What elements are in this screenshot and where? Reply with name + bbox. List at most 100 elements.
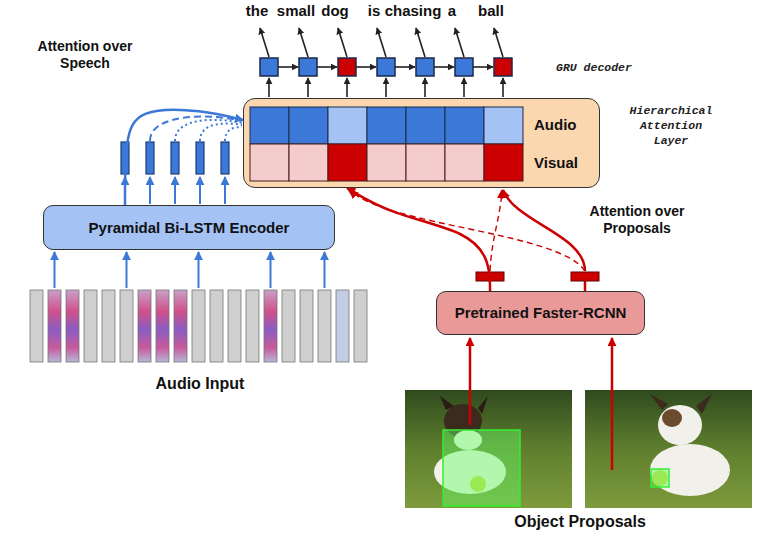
photo-proposal-ball	[658, 405, 702, 445]
audio-spectrogram	[210, 290, 223, 362]
decoder-arrows	[356, 66, 376, 68]
decoder-arrows	[338, 28, 347, 57]
audio-spectrogram	[30, 290, 367, 362]
decoder-arrows	[424, 78, 426, 97]
decoder-cells	[260, 58, 278, 76]
audio-input-arrows	[324, 252, 326, 288]
photo-proposal-dog	[405, 390, 572, 508]
visual-cell	[484, 144, 523, 181]
decoder-arrows	[299, 28, 308, 57]
audio-spectrogram	[192, 290, 205, 362]
visual-cell	[328, 144, 367, 181]
photo-proposal-ball	[662, 409, 682, 427]
decoder-arrows	[268, 78, 270, 97]
proposal-arrows	[611, 338, 614, 470]
input-caption: Object Proposals	[480, 512, 680, 531]
decoder-arrows	[502, 78, 504, 97]
decoder-arrows	[416, 28, 425, 57]
photo-proposal-ball	[585, 390, 752, 508]
speech-attention-curves	[175, 120, 242, 141]
audio-spectrogram	[318, 290, 331, 362]
speech-attention-curves	[150, 117, 242, 141]
audio-spectrogram	[66, 290, 79, 362]
audio-spectrogram	[336, 290, 349, 362]
decoder-arrows	[307, 78, 309, 97]
layer-title: Hierarchical Attention Layer	[621, 103, 721, 148]
audio-spectrogram	[246, 290, 259, 362]
audio-cell	[445, 107, 484, 144]
output-word: dog	[300, 2, 370, 20]
photo-proposal-dog	[478, 396, 488, 414]
decoder-arrows	[260, 28, 269, 57]
row-label: Audio	[534, 116, 577, 134]
proposal-features	[584, 281, 587, 291]
decoder-arrows	[317, 66, 337, 68]
output-word: ball	[456, 2, 526, 20]
speech-attention-curves	[150, 117, 242, 141]
audio-spectrogram	[174, 290, 187, 362]
audio-spectrogram	[156, 290, 169, 362]
audio-spectrogram	[228, 290, 241, 362]
audio-cell	[250, 107, 289, 144]
encoder-output-arrows	[224, 177, 226, 204]
attention-cells	[244, 99, 534, 187]
photo-proposal-ball	[651, 469, 669, 487]
audio-cell	[367, 107, 406, 144]
box-label: Pretrained Faster-RCNN	[455, 304, 627, 322]
decoder-arrows	[463, 78, 465, 97]
encoder-box: Pyramidal Bi-LSTM Encoder	[43, 205, 335, 250]
decoder-arrows	[278, 66, 298, 68]
speech-attention-curves	[225, 127, 242, 141]
decoder-caption: GRU decoder	[556, 60, 686, 75]
decoder-arrows	[455, 28, 464, 57]
audio-spectrogram	[264, 290, 277, 362]
proposal-arrows	[469, 338, 472, 425]
speech-attention-curves	[200, 124, 242, 141]
proposal-arrows	[470, 338, 612, 470]
visual-cell	[445, 144, 484, 181]
audio-spectrogram	[138, 290, 151, 362]
attention-connector	[347, 188, 490, 291]
output-word: small	[261, 2, 331, 20]
output-word: chasing	[378, 2, 448, 20]
attention-layer-box: AudioVisualHierarchical Attention Layer	[243, 98, 600, 188]
decoder-cells	[299, 58, 317, 76]
audio-input-arrows	[55, 252, 325, 288]
decoder-arrows	[385, 78, 387, 97]
encoder-output-arrows	[125, 177, 225, 204]
encoder-outputs	[196, 142, 204, 174]
encoder-output-arrows	[199, 177, 201, 204]
encoder-outputs	[221, 142, 229, 174]
audio-spectrogram	[84, 290, 97, 362]
decoder-cells	[260, 58, 512, 76]
edge-label: Attention over Speech	[25, 38, 145, 72]
visual-cell	[367, 144, 406, 181]
audio-cell	[328, 107, 367, 144]
decoder-arrows	[494, 28, 503, 57]
audio-input-arrows	[270, 252, 272, 288]
audio-cell	[289, 107, 328, 144]
decoder-cells	[494, 58, 512, 76]
decoder-arrows	[434, 66, 454, 68]
decoder-arrows	[377, 28, 386, 57]
encoder-output-arrows	[149, 177, 151, 204]
audio-spectrogram	[48, 290, 61, 362]
decoder-arrows	[395, 66, 415, 68]
photo-proposal-ball	[650, 394, 668, 410]
visual-cell	[406, 144, 445, 181]
encoder-outputs	[171, 142, 179, 174]
proposal-features	[490, 190, 502, 271]
audio-cell	[484, 107, 523, 144]
decoder-arrows	[473, 66, 493, 68]
audio-spectrogram	[354, 290, 367, 362]
row-label: Visual	[534, 154, 578, 172]
decoder-arrows	[346, 78, 348, 97]
photo-proposal-ball	[696, 394, 712, 414]
visual-cell	[289, 144, 328, 181]
photo-proposal-dog	[443, 430, 520, 506]
photo-proposal-ball	[652, 470, 668, 486]
decoder-arrows	[260, 28, 503, 97]
photo-proposal-ball	[585, 390, 752, 508]
